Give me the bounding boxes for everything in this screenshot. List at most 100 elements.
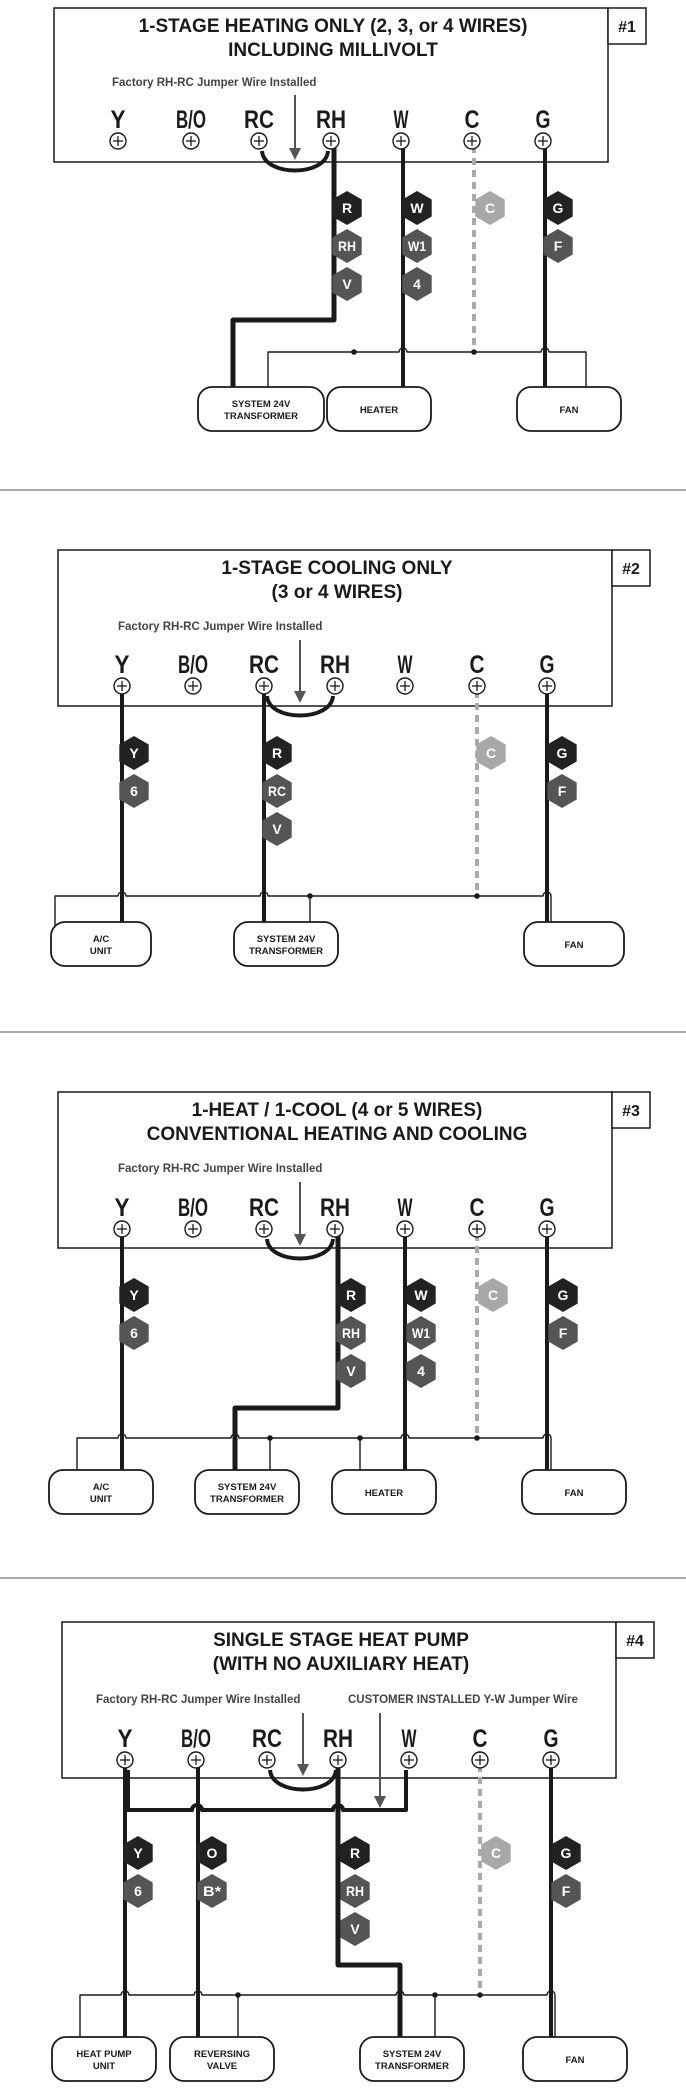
wire-code-hex [406, 1354, 436, 1388]
terminal-label: B/O [176, 106, 206, 134]
wire [230, 146, 337, 395]
wire-code-hex [332, 267, 362, 301]
device-label: FAN [566, 2055, 585, 2066]
wire-code-label: C [485, 200, 495, 216]
wire-code-label: V [346, 1363, 356, 1379]
wire-code-hex [543, 191, 573, 225]
wire-code-hex [340, 1836, 370, 1870]
jumper-note: Factory RH-RC Jumper Wire Installed [112, 77, 316, 89]
wire-code-hex [336, 1354, 366, 1388]
wire-code-label: 4 [413, 276, 421, 292]
wire-code-label: RH [338, 238, 356, 254]
terminal-label: W [394, 106, 409, 134]
terminal-label: Y [111, 106, 126, 134]
terminal-label: C [465, 106, 480, 134]
wire-code-hex [547, 774, 577, 808]
device-label: UNIT [90, 946, 112, 957]
device-label: TRANSFORMER [224, 411, 298, 422]
device-box [523, 921, 625, 967]
wire-code-hex [481, 1836, 511, 1870]
wire-code-hex [119, 736, 149, 770]
device-label: FAN [565, 940, 584, 951]
wire-code-label: RH [346, 1883, 364, 1899]
jumper-note: Factory RH-RC Jumper Wire Installed [118, 1163, 322, 1175]
wire-code-hex [547, 736, 577, 770]
terminal-label: RH [323, 1725, 353, 1753]
junction-dot [474, 1435, 480, 1441]
wire-code-hex [332, 191, 362, 225]
device-label: REVERSING [194, 2049, 250, 2060]
jumper-wire [268, 1769, 338, 1792]
jumper-note: Factory RH-RC Jumper Wire Installed [96, 1694, 300, 1706]
device-box [50, 921, 152, 967]
wire-code-hex [336, 1316, 366, 1350]
arrow-head [294, 1234, 306, 1246]
device-box [331, 1469, 437, 1515]
device-label: SYSTEM 24V [383, 2049, 442, 2060]
wire-code-label: G [558, 1287, 569, 1303]
device-label: TRANSFORMER [249, 946, 323, 957]
wire-code-label: C [486, 745, 496, 761]
wire-code-label: B* [203, 1883, 222, 1899]
terminal-label: G [540, 1194, 555, 1222]
device-label: UNIT [93, 2061, 115, 2072]
diagram-title: 1-STAGE COOLING ONLY [221, 558, 453, 579]
device-box [521, 1469, 627, 1515]
wire-code-label: V [350, 1921, 360, 1937]
wire-code-label: 6 [130, 1325, 138, 1341]
device-label: VALVE [207, 2061, 237, 2072]
wire-code-label: R [272, 745, 282, 761]
device-box [233, 921, 339, 967]
terminal-label: C [470, 1194, 485, 1222]
wire-code-hex [197, 1836, 227, 1870]
wire-code-label: G [561, 1845, 572, 1861]
diagram-title: (3 or 4 WIRES) [272, 582, 403, 603]
wire-code-label: Y [129, 1287, 139, 1303]
wire [335, 1765, 403, 2045]
wire-code-hex [551, 1836, 581, 1870]
junction-dot [471, 349, 477, 355]
wire-code-label: 6 [130, 783, 138, 799]
diagram-title: INCLUDING MILLIVOLT [228, 40, 438, 61]
wire-code-hex [340, 1912, 370, 1946]
wire-code-hex [548, 1316, 578, 1350]
wire-code-hex [119, 774, 149, 808]
wire-code-label: V [342, 276, 352, 292]
wire-code-hex [475, 191, 505, 225]
wire [79, 1990, 556, 2045]
wire-code-label: F [554, 238, 563, 254]
device-box [169, 2036, 275, 2082]
terminal-label: C [473, 1725, 488, 1753]
wire-code-hex [478, 1278, 508, 1312]
diagram-panel: #31-HEAT / 1-COOL (4 or 5 WIRES)CONVENTI… [48, 1091, 651, 1515]
device-box [326, 386, 432, 432]
junction-dot [351, 349, 357, 355]
wire-code-hex [123, 1836, 153, 1870]
device-label: HEATER [360, 405, 398, 416]
device-label: FAN [560, 405, 579, 416]
wire-code-hex [262, 736, 292, 770]
wire-code-label: R [342, 200, 352, 216]
diagram-panel: #11-STAGE HEATING ONLY (2, 3, or 4 WIRES… [53, 7, 647, 432]
device-box [51, 2036, 157, 2082]
terminal-label: G [540, 651, 555, 679]
wire-code-label: W1 [408, 238, 426, 254]
terminal-label: W [398, 651, 413, 679]
wire-code-hex [548, 1278, 578, 1312]
device-label: A/C [93, 1482, 110, 1493]
device-label: A/C [93, 934, 110, 945]
junction-dot [235, 1992, 241, 1998]
diagram-title: CONVENTIONAL HEATING AND COOLING [147, 1124, 528, 1145]
wire-code-hex [123, 1874, 153, 1908]
diagram-number: #3 [622, 1103, 640, 1120]
wire-code-hex [119, 1278, 149, 1312]
wire-code-hex [262, 774, 292, 808]
device-box [359, 2036, 465, 2082]
wire-code-hex [476, 736, 506, 770]
wire-code-hex [119, 1316, 149, 1350]
wire-code-label: R [350, 1845, 360, 1861]
device-label: HEATER [365, 1488, 403, 1499]
wire-code-label: W [414, 1287, 428, 1303]
